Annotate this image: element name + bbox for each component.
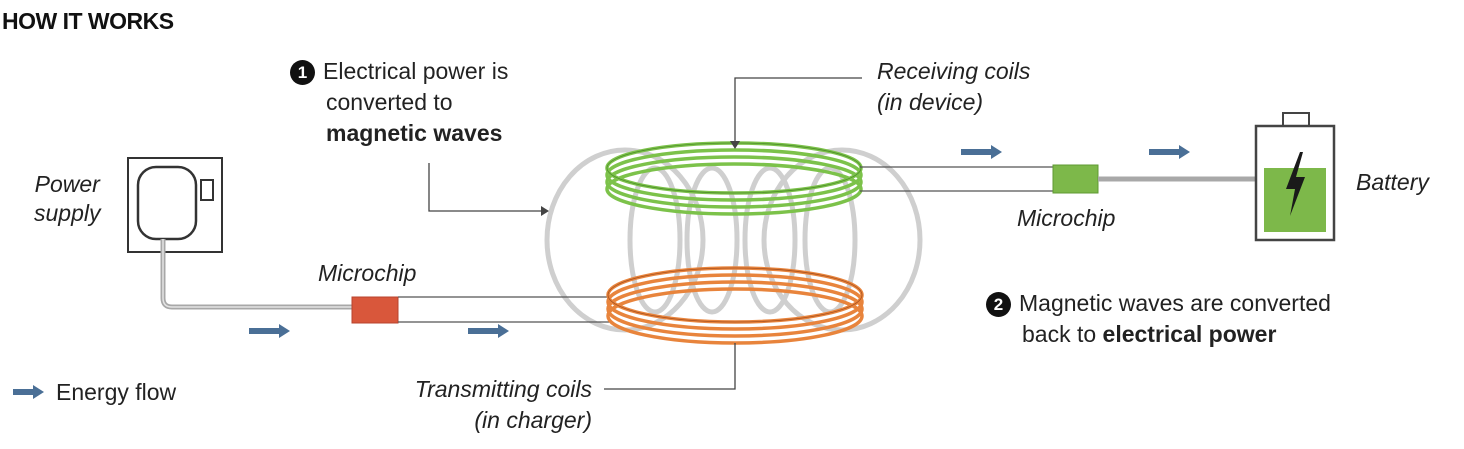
step-1-text: 1 Electrical power is converted to magnet… [290,56,508,149]
magnetic-field-lines [544,147,923,333]
receiving-coils-label-line1: Receiving coils [877,58,1031,84]
power-socket-icon [127,157,223,253]
leader-arrowhead [730,141,740,149]
arrow-right-icon [249,324,290,338]
arrow-right-icon [961,145,1002,159]
arrow-right-icon [1149,145,1190,159]
power-supply-label-line2: supply [34,200,101,226]
receiving-coils-label: Receiving coils (in device) [877,56,1030,118]
lightning-bolt-icon [1286,152,1305,216]
leader-lines [428,77,862,390]
leader-step1 [428,163,541,212]
step-2-bold: electrical power [1102,321,1277,347]
power-cable-highlight [162,239,352,308]
leader-transmitting [604,343,736,390]
step-1-bold: magnetic waves [326,120,503,146]
step-2-text: 2 Magnetic waves are converted back to el… [986,288,1331,350]
transmitting-coils-label: Transmitting coils (in charger) [386,374,592,436]
arrow-right-icon [468,324,509,338]
step-2-number: 2 [986,292,1011,317]
transmitting-coils-label-line1: Transmitting coils [414,376,592,402]
power-supply-label: Power supply [34,170,100,228]
legend-energy-flow-label: Energy flow [56,379,177,405]
leader-arrowhead [541,206,549,216]
leader-receiving [734,77,862,141]
diagram-heading: HOW IT WORKS [2,8,174,34]
energy-flow-arrows [13,145,1190,399]
field-loop [742,165,798,315]
microchip-left-label: Microchip [318,260,417,286]
battery-icon [1254,112,1336,242]
receiving-coils-label-line2: (in device) [877,89,984,115]
arrow-right-icon [13,385,44,399]
battery-label: Battery [1356,169,1429,195]
step-1-line2: converted to [326,89,453,115]
step-2-line1: Magnetic waves are converted [1019,290,1331,316]
step-1-line1: Electrical power is [323,58,509,84]
step-2-prefix: back to [1022,321,1103,347]
power-supply-label-line1: Power [34,171,100,197]
microchip-right-label: Microchip [1017,205,1116,231]
step-1-number: 1 [290,60,315,85]
transmitting-coils-label-line2: (in charger) [474,407,592,433]
field-loop [684,165,740,315]
microchip-right [1052,164,1099,194]
microchip-left [351,296,399,324]
